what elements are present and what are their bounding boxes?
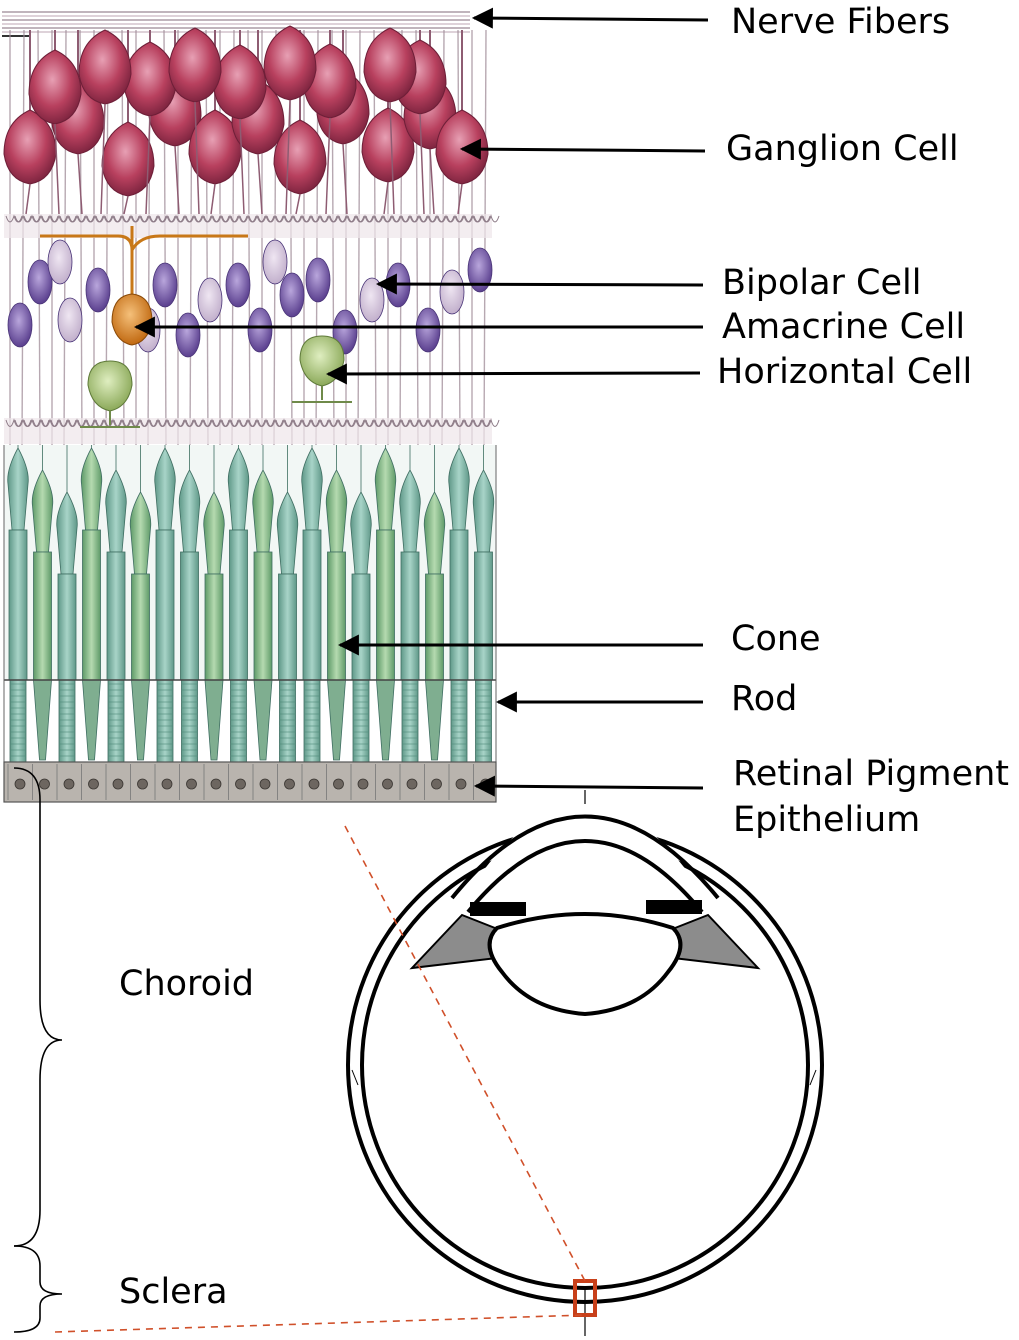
ganglion-cell — [79, 30, 131, 104]
iris-left — [470, 902, 526, 916]
rod-cell — [106, 445, 127, 762]
bipolar-cell — [416, 308, 440, 352]
bipolar-cell — [226, 263, 250, 307]
rpe-nucleus — [236, 779, 246, 789]
bipolar-cell — [248, 308, 272, 352]
bipolar-cell — [263, 240, 287, 284]
label-cone: Cone — [731, 619, 821, 660]
bipolar-cell — [58, 298, 82, 342]
bipolar-cell — [198, 278, 222, 322]
rpe-nucleus — [162, 779, 172, 789]
ganglion-cell — [364, 28, 416, 102]
label-sclera: Sclera — [119, 1272, 228, 1313]
inner-plexiform-layer — [4, 214, 499, 238]
brace-group — [14, 768, 62, 1332]
label-choroid: Choroid — [119, 964, 254, 1005]
arrow-horizontal-cell — [328, 373, 700, 374]
label-bipolar-cell: Bipolar Cell — [722, 263, 921, 304]
arrow-bipolar-cell — [378, 284, 703, 285]
label-amacrine-cell: Amacrine Cell — [722, 307, 965, 348]
bipolar-cell — [8, 303, 32, 347]
bipolar-cell — [440, 270, 464, 314]
choroid-brace — [14, 768, 62, 1246]
rod-cell — [228, 445, 249, 762]
rpe-nucleus — [358, 779, 368, 789]
cone-cell — [81, 445, 102, 760]
ganglion-cell — [102, 122, 154, 196]
ganglion-cell — [169, 28, 221, 102]
photoreceptor-layer — [4, 445, 496, 762]
rpe-nucleus — [89, 779, 99, 789]
bipolar-cell — [280, 273, 304, 317]
bipolar-cell — [86, 268, 110, 312]
cone-cell — [32, 445, 53, 760]
rod-cell — [400, 445, 421, 762]
rpe-nucleus — [211, 779, 221, 789]
ganglion-cell-layer — [4, 26, 488, 214]
rod-cell — [179, 445, 200, 762]
rpe-nucleus — [407, 779, 417, 789]
rpe-nucleus — [113, 779, 123, 789]
arrow-rpe — [476, 786, 703, 788]
label-horizontal-cell: Horizontal Cell — [717, 352, 972, 393]
label-nerve-fibers: Nerve Fibers — [731, 2, 950, 43]
label-ganglion-cell: Ganglion Cell — [726, 129, 959, 170]
label-rpe-line1: Retinal Pigment — [733, 754, 1009, 795]
outer-plexiform-layer — [4, 418, 499, 444]
horizontal-cell — [300, 336, 344, 386]
iris-right — [646, 900, 702, 914]
label-rpe-line2: Epithelium — [733, 800, 920, 841]
label-rod: Rod — [731, 679, 797, 720]
nerve-fiber-layer — [2, 12, 470, 36]
arrow-nerve-fibers — [474, 18, 708, 20]
ganglion-cell — [264, 26, 316, 100]
cone-cell — [375, 445, 396, 760]
cone-cell — [253, 445, 274, 760]
rpe-nucleus — [432, 779, 442, 789]
rpe-nucleus — [285, 779, 295, 789]
rod-cell — [8, 445, 29, 762]
zoom-line-bottom — [55, 1315, 585, 1332]
rpe-nucleus — [187, 779, 197, 789]
rod-cell — [155, 445, 176, 762]
bipolar-cell — [306, 258, 330, 302]
sclera-inner — [362, 842, 808, 1288]
rod-cell — [473, 445, 494, 762]
rod-cell — [302, 445, 323, 762]
rpe-nucleus — [456, 779, 466, 789]
sclera-brace — [14, 1246, 62, 1332]
rpe-nucleus — [138, 779, 148, 789]
rod-cell — [449, 445, 470, 762]
bipolar-cell — [153, 263, 177, 307]
rpe-nucleus — [260, 779, 270, 789]
rpe-nucleus — [15, 779, 25, 789]
ganglion-cell — [29, 50, 81, 124]
rpe-nucleus — [334, 779, 344, 789]
rpe-nucleus — [64, 779, 74, 789]
rpe-nucleus — [309, 779, 319, 789]
horizontal-cell-layer — [80, 336, 352, 427]
bipolar-cell — [176, 313, 200, 357]
bipolar-cell — [48, 240, 72, 284]
rpe-nucleus — [40, 779, 50, 789]
arrow-ganglion-cell — [462, 149, 705, 151]
eye-cross-section — [55, 790, 822, 1336]
rpe-layer — [4, 762, 496, 802]
ganglion-cell — [124, 42, 176, 116]
cone-cell — [326, 445, 347, 760]
rpe-nucleus — [383, 779, 393, 789]
